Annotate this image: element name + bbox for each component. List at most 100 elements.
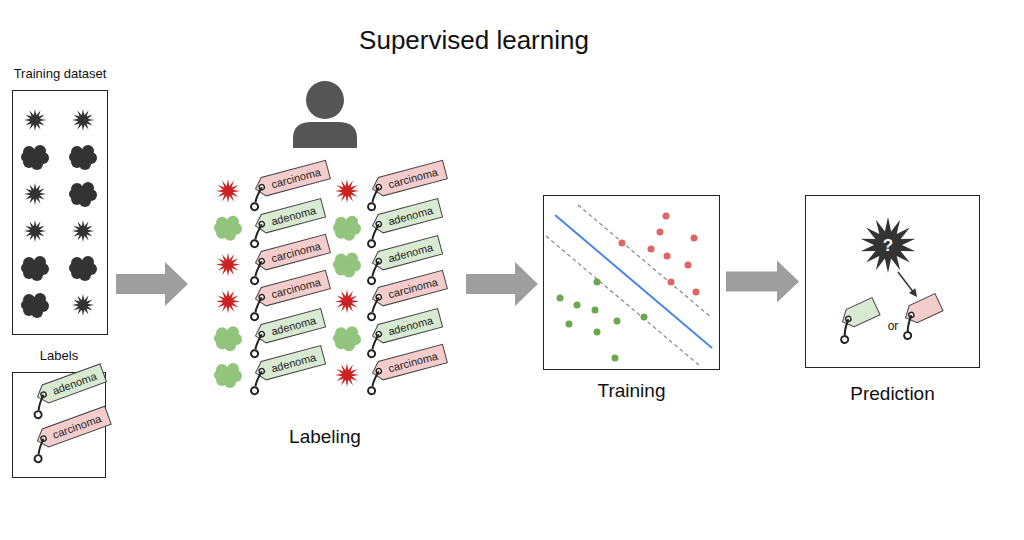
label-tag: adenoma [34, 363, 108, 406]
tag-ring [367, 202, 376, 211]
tumor-blob [21, 256, 49, 281]
tumor-star [72, 220, 94, 242]
label-tag: carcinoma [369, 160, 448, 199]
tumor-star [335, 289, 359, 313]
tag-label: carcinoma [252, 270, 331, 309]
tag-string [252, 298, 265, 313]
label-tag: adenoma [369, 198, 443, 236]
tag-string [252, 371, 265, 386]
label-tag: carcinoma [369, 344, 448, 383]
data-point [594, 279, 601, 286]
tag-outline [370, 344, 447, 382]
tumor-star [216, 179, 240, 203]
data-point [641, 314, 648, 321]
tag-string [252, 261, 265, 276]
tag-ring [34, 410, 43, 419]
tag-label: adenoma [252, 345, 326, 383]
tag-ring [367, 386, 376, 395]
pointer-arrow [898, 272, 914, 293]
tumor-blob [214, 216, 242, 241]
tag-label: adenoma [34, 363, 108, 406]
person-head [306, 81, 344, 119]
tag-string [369, 261, 382, 276]
tag-ring [367, 313, 376, 322]
tag-label: adenoma [369, 198, 443, 236]
free-label: Labeling [289, 426, 361, 448]
tumor-star [216, 289, 240, 313]
label-tag: carcinoma [252, 233, 331, 272]
data-point [668, 279, 675, 286]
tag-label: adenoma [369, 308, 443, 346]
panel-heading: Training [598, 380, 666, 402]
tumor-star [335, 179, 359, 203]
data-point [691, 235, 698, 242]
tag-label: carcinoma [252, 233, 331, 272]
tag-outline [34, 406, 111, 450]
tumor-blob [21, 145, 49, 170]
pointer-arrowhead [909, 288, 917, 297]
tumor-blob [214, 363, 242, 388]
data-point [594, 329, 601, 336]
tag-outline [370, 271, 447, 309]
data-point [685, 262, 692, 269]
label-tag: adenoma [252, 308, 326, 346]
tag-ring [367, 239, 376, 248]
tag-outline [370, 160, 447, 198]
free-label: ? [883, 236, 893, 256]
tag-string [902, 315, 917, 331]
panel-box: adenomacarcinomaLabels [12, 372, 106, 478]
tag-outline [370, 235, 443, 271]
tumor-star [335, 363, 359, 387]
data-point [619, 240, 626, 247]
tag-string [369, 298, 382, 313]
data-point [693, 289, 700, 296]
tumor-blob [333, 253, 361, 278]
tag-string [839, 319, 854, 335]
tag-ring [250, 202, 259, 211]
tag-ring [250, 239, 259, 248]
data-point [657, 229, 664, 236]
data-point [664, 253, 671, 260]
tag-ring [250, 350, 259, 359]
tag-label: adenoma [369, 235, 443, 273]
data-point [648, 246, 655, 253]
panel-heading: Labels [40, 348, 78, 363]
label-tag: adenoma [252, 345, 326, 383]
tumor-blob [214, 326, 242, 351]
prediction-tag [830, 298, 884, 345]
label-tag: adenoma [369, 235, 443, 273]
panel-heading: Prediction [850, 383, 935, 405]
tumor-star [72, 109, 94, 131]
tumor-star [24, 220, 46, 242]
panel-box: Prediction [805, 195, 980, 368]
tumor-star [24, 109, 46, 131]
label-tag: adenoma [369, 308, 443, 346]
tag-string [369, 334, 382, 349]
tag-ring [903, 331, 912, 340]
tumor-blob [21, 293, 49, 318]
label-tag: carcinoma [252, 160, 331, 199]
tag-ring [250, 386, 259, 395]
tag-outline [901, 294, 943, 327]
diagram-title: Supervised learning [359, 25, 589, 56]
tumor-blob [333, 216, 361, 241]
tag-ring [840, 335, 849, 344]
tumor-blob [69, 145, 97, 170]
tag-outline [370, 198, 443, 234]
tumor-blob [333, 326, 361, 351]
panel-box: Training dataset [12, 90, 108, 335]
prediction-tag [893, 294, 947, 341]
tag-string [369, 371, 382, 386]
margin-line [578, 205, 712, 318]
tag-string [252, 224, 265, 239]
label-tag: carcinoma [34, 406, 112, 451]
tag-ring [367, 350, 376, 359]
tag-ring [367, 276, 376, 285]
free-label: or [888, 319, 899, 333]
tag-outline [253, 234, 330, 272]
person-body [293, 122, 357, 148]
